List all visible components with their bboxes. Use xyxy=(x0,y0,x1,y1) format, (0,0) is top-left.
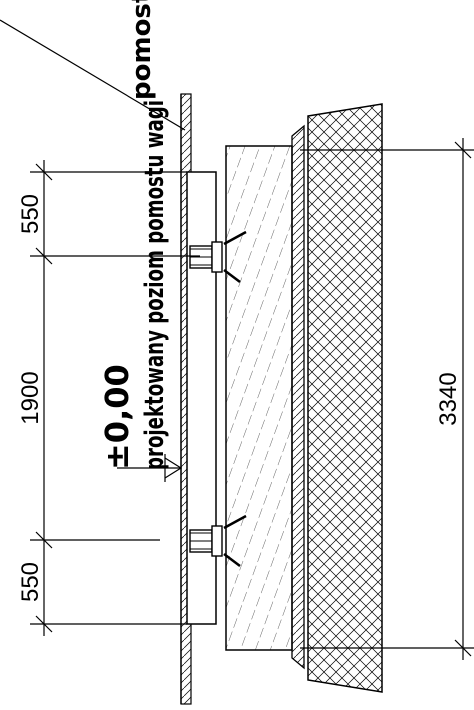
title-heading: pomostu wagi xyxy=(127,0,157,100)
load-cell-upper xyxy=(189,230,247,283)
level-marker xyxy=(117,454,183,482)
dim-550-bottom: 550 xyxy=(17,562,44,602)
dimension-chain-left xyxy=(30,160,200,636)
foundation-block xyxy=(225,145,293,651)
load-cell-lower xyxy=(189,514,247,567)
thin-layer xyxy=(291,124,305,670)
level-caption: projektowany poziom pomostu wagi xyxy=(140,100,170,470)
dim-3340: 3340 xyxy=(435,372,462,425)
dim-550-top: 550 xyxy=(17,194,44,234)
base-cross-hatch xyxy=(307,103,383,693)
leader-line xyxy=(0,19,186,131)
dim-1900: 1900 xyxy=(17,371,44,424)
dimension-right xyxy=(300,138,474,660)
level-value: ±0,00 xyxy=(98,364,136,470)
